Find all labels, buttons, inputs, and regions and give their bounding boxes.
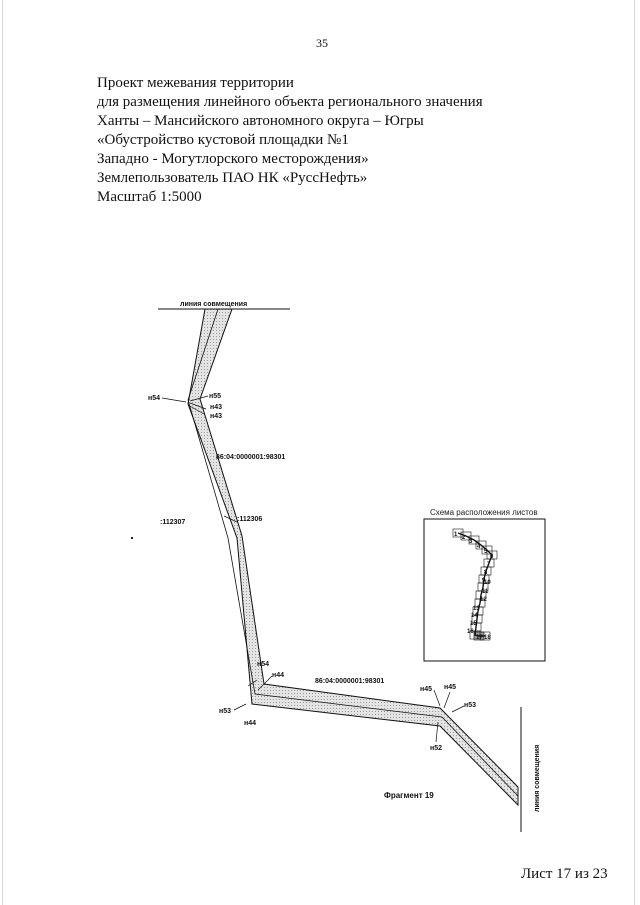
point-n45a: н45	[420, 686, 432, 693]
scheme-sheet-7: 7	[487, 562, 491, 568]
heading-line-2: для размещения линейного объекта региона…	[97, 94, 483, 110]
scheme-sheet-labels: 1 2 3 4 5 6 7 8 9 10 11 12 13 14 15 16 1…	[454, 532, 494, 641]
scan-edge-left	[2, 0, 3, 905]
scheme-sheet-15: 15	[470, 621, 477, 627]
heading-line-3: Ханты – Мансийского автономного округа –…	[97, 113, 424, 129]
scheme-sheet-13: 13	[473, 606, 480, 612]
scheme-sheet-6: 6	[490, 554, 494, 560]
scheme-sheet-12: 12	[480, 597, 487, 603]
scheme-sheet-17: 17	[476, 635, 483, 641]
page-number: 35	[316, 36, 328, 50]
document-heading: Проект межевания территории для размещен…	[97, 74, 483, 207]
scan-edge-right	[634, 0, 635, 905]
point-n53-right: н53	[464, 702, 476, 709]
scheme-title: Схема расположения листов	[430, 508, 538, 517]
fragment-label: Фрагмент 19	[384, 791, 434, 800]
heading-line-1: Проект межевания территории	[97, 75, 294, 91]
point-n54-bottom: н54	[257, 661, 269, 668]
point-n53-bottom: н53	[219, 708, 231, 715]
scheme-sheet-16: 16	[467, 629, 474, 635]
parcel-label-right: :112306	[237, 516, 262, 523]
scheme-sheet-8: 8	[484, 570, 488, 576]
scheme-sheet-2: 2	[462, 535, 466, 541]
scheme-sheet-10: 10	[484, 580, 491, 586]
top-match-line-label: линия совмещения	[180, 301, 247, 308]
point-n44a: н44	[272, 672, 284, 679]
right-match-line-label: линия совмещения	[534, 745, 541, 812]
scheme-sheet-4: 4	[477, 544, 481, 550]
point-n55: н55	[209, 393, 221, 400]
scheme-sheet-9: 9	[482, 578, 486, 584]
scheme-sheet-14: 14	[471, 613, 478, 619]
scheme-sheet-5: 5	[484, 549, 488, 555]
point-n45b: н45	[444, 684, 456, 691]
point-n43a: н43	[210, 404, 222, 411]
corridor-centerline	[187, 308, 519, 797]
sheet-counter: Лист 17 из 23	[521, 866, 608, 882]
scheme-sheet-18: 18	[484, 635, 491, 641]
scheme-frame	[423, 518, 546, 662]
point-n44b: н44	[244, 720, 256, 727]
scheme-sheet-11: 11	[482, 589, 489, 595]
heading-line-5: Западно - Могутлорского месторождения»	[97, 151, 369, 167]
scan-speck	[131, 537, 133, 539]
cadastral-label-2: 86:04:0000001:98301	[315, 678, 384, 685]
scheme-sheet-1: 1	[454, 532, 458, 538]
heading-line-7: Масштаб 1:5000	[97, 189, 202, 205]
cadastral-label-1: 86:04:0000001:98301	[216, 454, 285, 461]
scheme-sheets	[452, 528, 498, 641]
parcel-label-left: :112307	[160, 519, 185, 526]
point-n54-top: н54	[148, 395, 160, 402]
heading-line-4: «Обустройство кустовой площадки №1	[97, 132, 349, 148]
heading-line-6: Землепользователь ПАО НК «РуссНефть»	[97, 170, 368, 186]
scheme-sheet-3: 3	[469, 539, 473, 545]
point-n52: н52	[430, 745, 442, 752]
point-n43b: н43	[210, 413, 222, 420]
